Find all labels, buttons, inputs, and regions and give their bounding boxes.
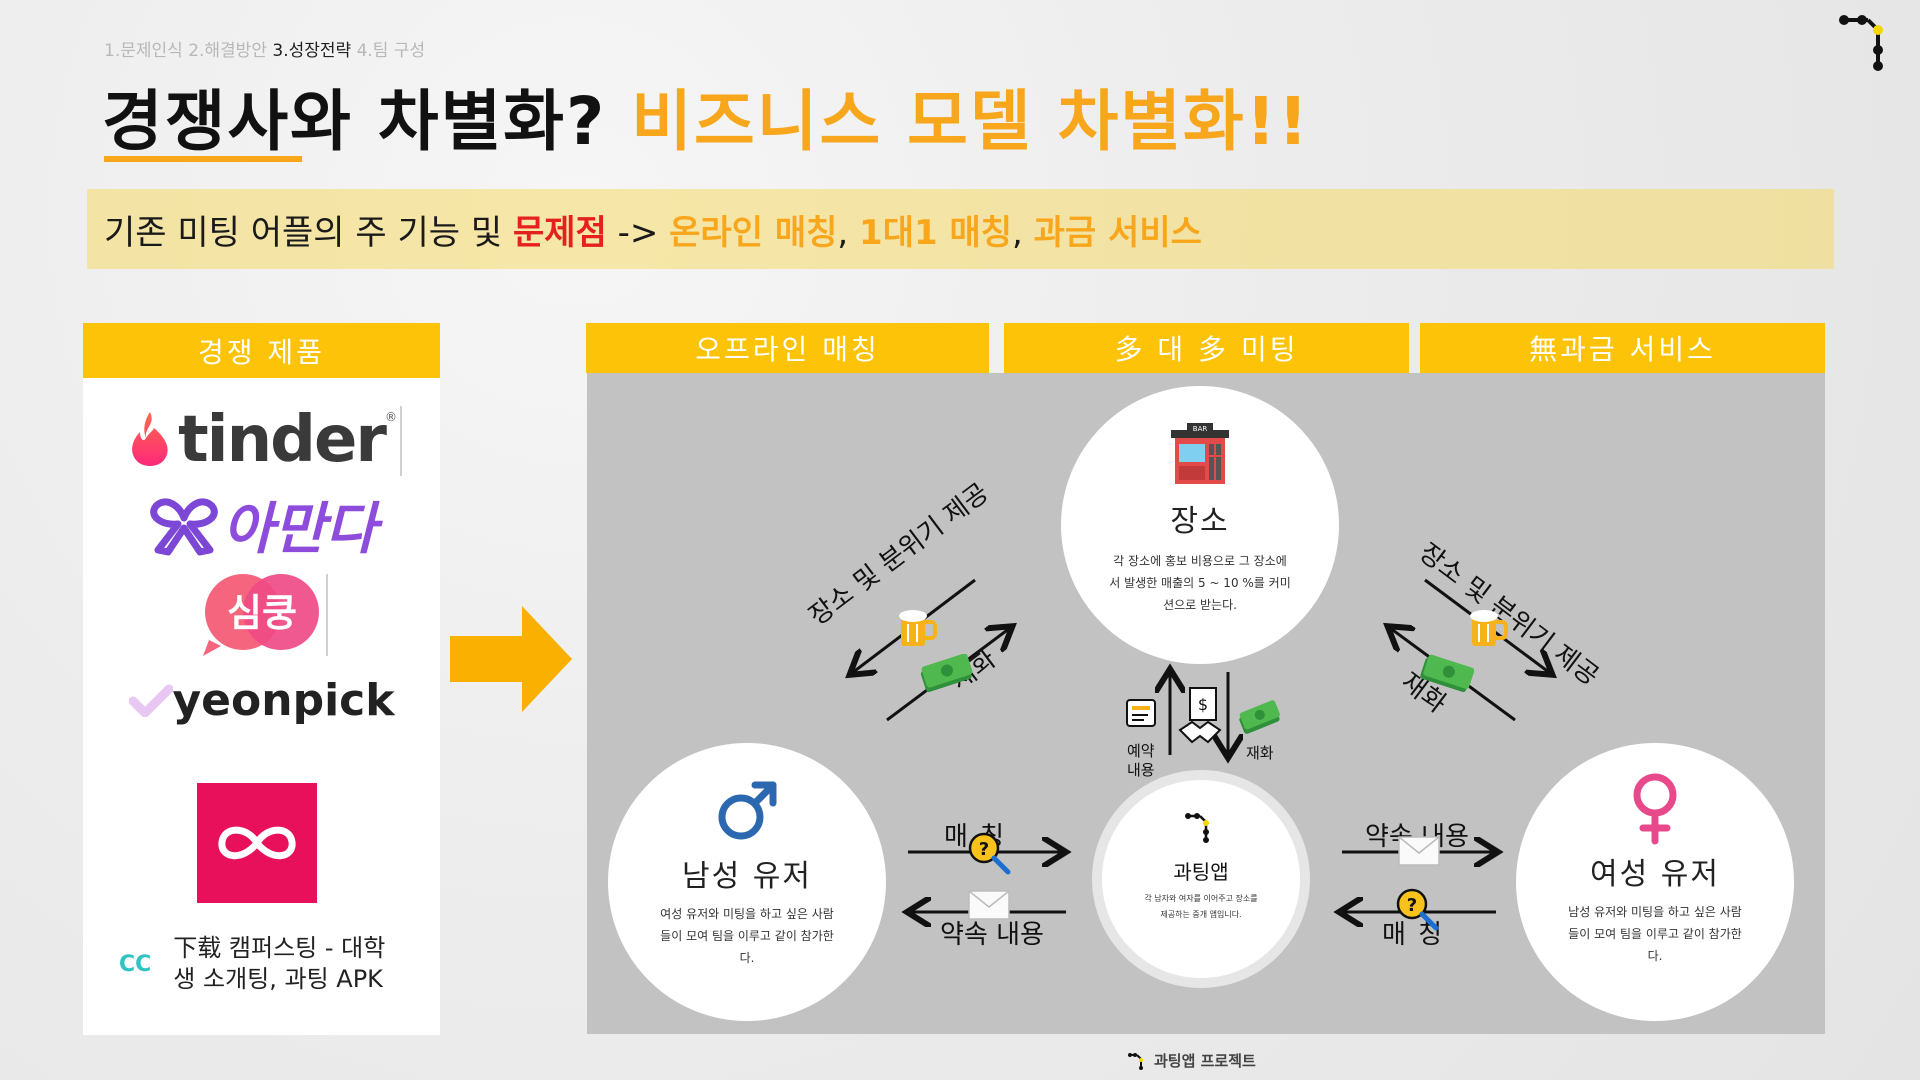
app-description: 각 남자와 여자를 이어주고 장소를 제공하는 중개 앱입니다.: [1144, 891, 1257, 923]
banner-text: 기존 미팅 어플의 주 기능 및 문제점 -> 온라인 매칭, 1대1 매칭, …: [104, 205, 1202, 254]
app-logo-icon: [1185, 813, 1209, 843]
competitor-header: 경쟁 제품: [83, 323, 440, 378]
amanda-ribbon-icon: [150, 498, 218, 556]
page-title: 경쟁사와 차별화? 비즈니스 모델 차별화!!: [102, 68, 1310, 164]
project-logo-icon[interactable]: [1838, 8, 1898, 78]
breadcrumb-item-2[interactable]: 2.해결방안: [188, 41, 267, 61]
female-user-description: 남성 유저와 미팅을 하고 싶은 사람 들이 모여 팀을 이루고 같이 참가한 …: [1568, 901, 1742, 967]
app-circle: 과팅앱 각 남자와 여자를 이어주고 장소를 제공하는 중개 앱입니다.: [1102, 780, 1300, 978]
campus-caption: 下载 캠퍼스팅 - 대학 생 소개팅, 과팅 APK: [173, 933, 385, 995]
match-search-icon: ?: [968, 832, 1011, 875]
infinity-heart-icon: [218, 826, 296, 860]
money-icon: [1239, 700, 1280, 734]
svg-text:?: ?: [1407, 895, 1417, 916]
amanda-wordmark: 아만다: [222, 496, 377, 562]
banner-sep: ,: [1012, 213, 1034, 253]
yeonpick-wordmark: yeonpick: [172, 674, 395, 726]
bar-sign: BAR: [1193, 425, 1208, 433]
place-desc-line-1: 각 장소에 홍보 비용으로 그 장소에: [1113, 554, 1287, 568]
banner-sep: ,: [837, 213, 860, 253]
beer-icon: [899, 610, 937, 646]
right-arrow-icon: [450, 606, 572, 712]
footer: 과팅앱 프로젝트: [1128, 1050, 1256, 1071]
bar-building-icon: BAR: [1171, 423, 1229, 484]
footer-label: 과팅앱 프로젝트: [1154, 1052, 1256, 1070]
feature-banner: [87, 189, 1834, 269]
divider: [326, 574, 328, 656]
section-header-many: 多 대 多 미팅: [1004, 323, 1409, 373]
campus-caption-line-2: 생 소개팅, 과팅 APK: [173, 965, 383, 993]
place-desc-line-3: 션으로 받는다.: [1163, 598, 1237, 612]
place-description: 각 장소에 홍보 비용으로 그 장소에 서 발생한 매출의 5 ~ 10 %를 …: [1109, 550, 1290, 616]
breadcrumb-item-4[interactable]: 4.팀 구성: [356, 41, 426, 61]
match-search-icon: ?: [1396, 888, 1439, 931]
simkung-wordmark: 심쿵: [227, 591, 297, 635]
place-desc-line-2: 서 발생한 매출의 5 ~ 10 %를 커미: [1109, 576, 1291, 590]
female-desc-line-3: 다.: [1647, 949, 1663, 963]
envelope-icon: [968, 890, 1010, 920]
reservation-note-icon: [1126, 699, 1156, 727]
app-desc-line-1: 각 남자와 여자를 이어주고 장소를: [1144, 894, 1258, 903]
competitor-simkung: 심쿵: [83, 570, 440, 658]
title-part-2: 비즈니스 모델 차별화!!: [631, 83, 1310, 160]
label-center-money: 재화: [1246, 744, 1274, 762]
breadcrumb-item-1[interactable]: 1.문제인식: [104, 41, 183, 61]
tinder-flame-icon: [132, 412, 168, 466]
banner-item-one-on-one: 1대1 매칭: [859, 213, 1013, 253]
competitor-campus: CC 下载 캠퍼스팅 - 대학 생 소개팅, 과팅 APK: [119, 933, 429, 995]
banner-prefix: 기존 미팅 어플의 주 기능 및: [104, 213, 513, 253]
simkung-bubble-icon: 심쿵: [202, 574, 319, 656]
money-icon: [920, 654, 973, 693]
male-user-circle: 남성 유저 여성 유저와 미팅을 하고 싶은 사람 들이 모여 팀을 이루고 같…: [608, 743, 886, 1021]
breadcrumb-item-3-current[interactable]: 3.성장전략: [272, 41, 352, 61]
place-title: 장소: [1170, 504, 1230, 539]
svg-text:?: ?: [979, 839, 989, 860]
beer-icon: [1470, 610, 1508, 646]
male-desc-line-1: 여성 유저와 미팅을 하고 싶은 사람: [660, 907, 834, 921]
app-desc-line-2: 제공하는 중개 앱입니다.: [1160, 910, 1242, 919]
female-desc-line-1: 남성 유저와 미팅을 하고 싶은 사람: [1568, 905, 1742, 919]
divider: [400, 406, 402, 476]
male-user-description: 여성 유저와 미팅을 하고 싶은 사람 들이 모여 팀을 이루고 같이 참가한 …: [660, 903, 834, 969]
title-underline: [104, 156, 302, 162]
competitor-amanda: 아만다: [83, 486, 440, 562]
app-title: 과팅앱: [1173, 860, 1229, 884]
competitor-pink-logo: [197, 783, 317, 903]
label-reservation-line-2: 내용: [1127, 761, 1155, 779]
banner-item-online: 온라인 매칭: [669, 213, 838, 253]
competitor-yeonpick: yeonpick: [83, 668, 440, 732]
male-symbol-icon: [718, 781, 777, 840]
place-circle: BAR 장소 각 장소에 홍보 비용으로 그 장소에 서 발생한 매출의 5 ~…: [1061, 386, 1339, 664]
male-user-title: 남성 유저: [682, 859, 812, 894]
competitor-tinder: tinder ®: [83, 400, 440, 480]
label-left-promise: 약속 내용: [940, 920, 1044, 950]
footer-logo-icon: [1128, 1052, 1143, 1070]
tinder-wordmark: tinder: [178, 403, 387, 477]
female-desc-line-2: 들이 모여 팀을 이루고 같이 참가한: [1568, 927, 1742, 941]
breadcrumb: 1.문제인식 2.해결방안 3.성장전략 4.팀 구성: [104, 36, 425, 61]
campus-caption-line-1: 下载 캠퍼스팅 - 대학: [173, 934, 386, 962]
banner-item-paid: 과금 서비스: [1033, 213, 1202, 253]
banner-arrow: ->: [606, 213, 670, 253]
yeonpick-check-icon: [128, 684, 173, 717]
section-header-offline: 오프라인 매칭: [586, 323, 989, 373]
campus-logo-icon: CC: [119, 951, 152, 977]
female-user-title: 여성 유저: [1590, 857, 1720, 892]
male-desc-line-2: 들이 모여 팀을 이루고 같이 참가한: [660, 929, 834, 943]
competitor-list: tinder ® 아만다 심쿵 yeonpick CC 下: [83, 378, 440, 1035]
section-header-free: 無과금 서비스: [1420, 323, 1825, 373]
banner-problem: 문제점: [512, 213, 607, 253]
contract-handshake-icon: $: [1178, 687, 1222, 744]
svg-text:$: $: [1198, 695, 1208, 714]
label-reservation-line-1: 예약: [1127, 742, 1155, 760]
money-icon: [1420, 654, 1474, 693]
female-symbol-icon: [1633, 773, 1677, 845]
title-part-1: 경쟁사와 차별화?: [102, 83, 607, 160]
envelope-icon: [1398, 836, 1440, 866]
label-reservation: 예약 내용: [1127, 742, 1155, 780]
male-desc-line-3: 다.: [739, 951, 755, 965]
female-user-circle: 여성 유저 남성 유저와 미팅을 하고 싶은 사람 들이 모여 팀을 이루고 같…: [1516, 743, 1794, 1021]
tinder-registered-mark: ®: [384, 410, 397, 424]
